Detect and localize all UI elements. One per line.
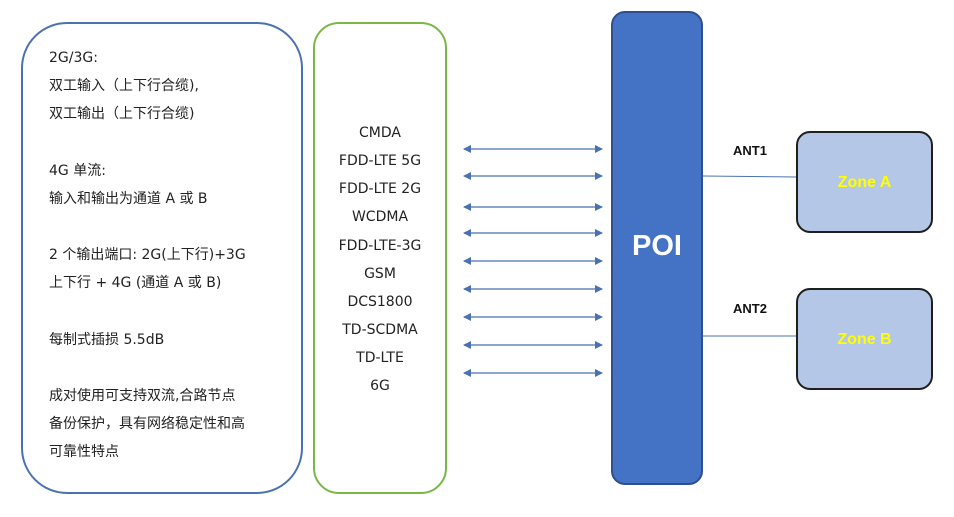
band-label: CMDA (359, 125, 401, 141)
description-line: 可靠性特点 (49, 444, 119, 460)
zone-a-box (796, 131, 933, 233)
band-label: 6G (370, 378, 390, 394)
description-panel (21, 22, 303, 494)
poi-block (611, 11, 703, 485)
description-line: 上下行 + 4G (通道 A 或 B) (49, 275, 222, 291)
zone-a-label: Zone A (837, 174, 892, 191)
antenna-label: ANT2 (733, 301, 767, 316)
band-label: DCS1800 (347, 294, 413, 310)
band-label: GSM (364, 266, 396, 282)
band-label: FDD-LTE 2G (338, 181, 422, 197)
band-panel (313, 22, 447, 494)
antenna-label: ANT1 (733, 143, 767, 158)
antenna-line (702, 175, 797, 178)
description-line: 2 个输出端口: 2G(上下行)+3G (49, 247, 246, 263)
band-label: FDD-LTE-3G (338, 238, 422, 254)
description-line: 输入和输出为通道 A 或 B (49, 191, 208, 207)
description-line: 成对使用可支持双流,合路节点 (49, 388, 236, 404)
zone-b-label: Zone B (837, 331, 892, 348)
description-line: 双工输出（上下行合缆) (49, 106, 195, 122)
band-label: FDD-LTE 5G (338, 153, 422, 169)
description-line: 4G 单流: (49, 163, 106, 179)
band-label: TD-LTE (356, 350, 404, 366)
band-label: TD-SCDMA (342, 322, 418, 338)
description-line: 2G/3G: (49, 50, 98, 66)
description-line: 备份保护，具有网络稳定性和高 (49, 416, 245, 432)
description-line: 双工输入（上下行合缆), (49, 78, 199, 94)
zone-b-box (796, 288, 933, 390)
band-label: WCDMA (351, 209, 409, 225)
poi-label: POI (632, 230, 682, 262)
description-line: 每制式插损 5.5dB (49, 332, 165, 348)
